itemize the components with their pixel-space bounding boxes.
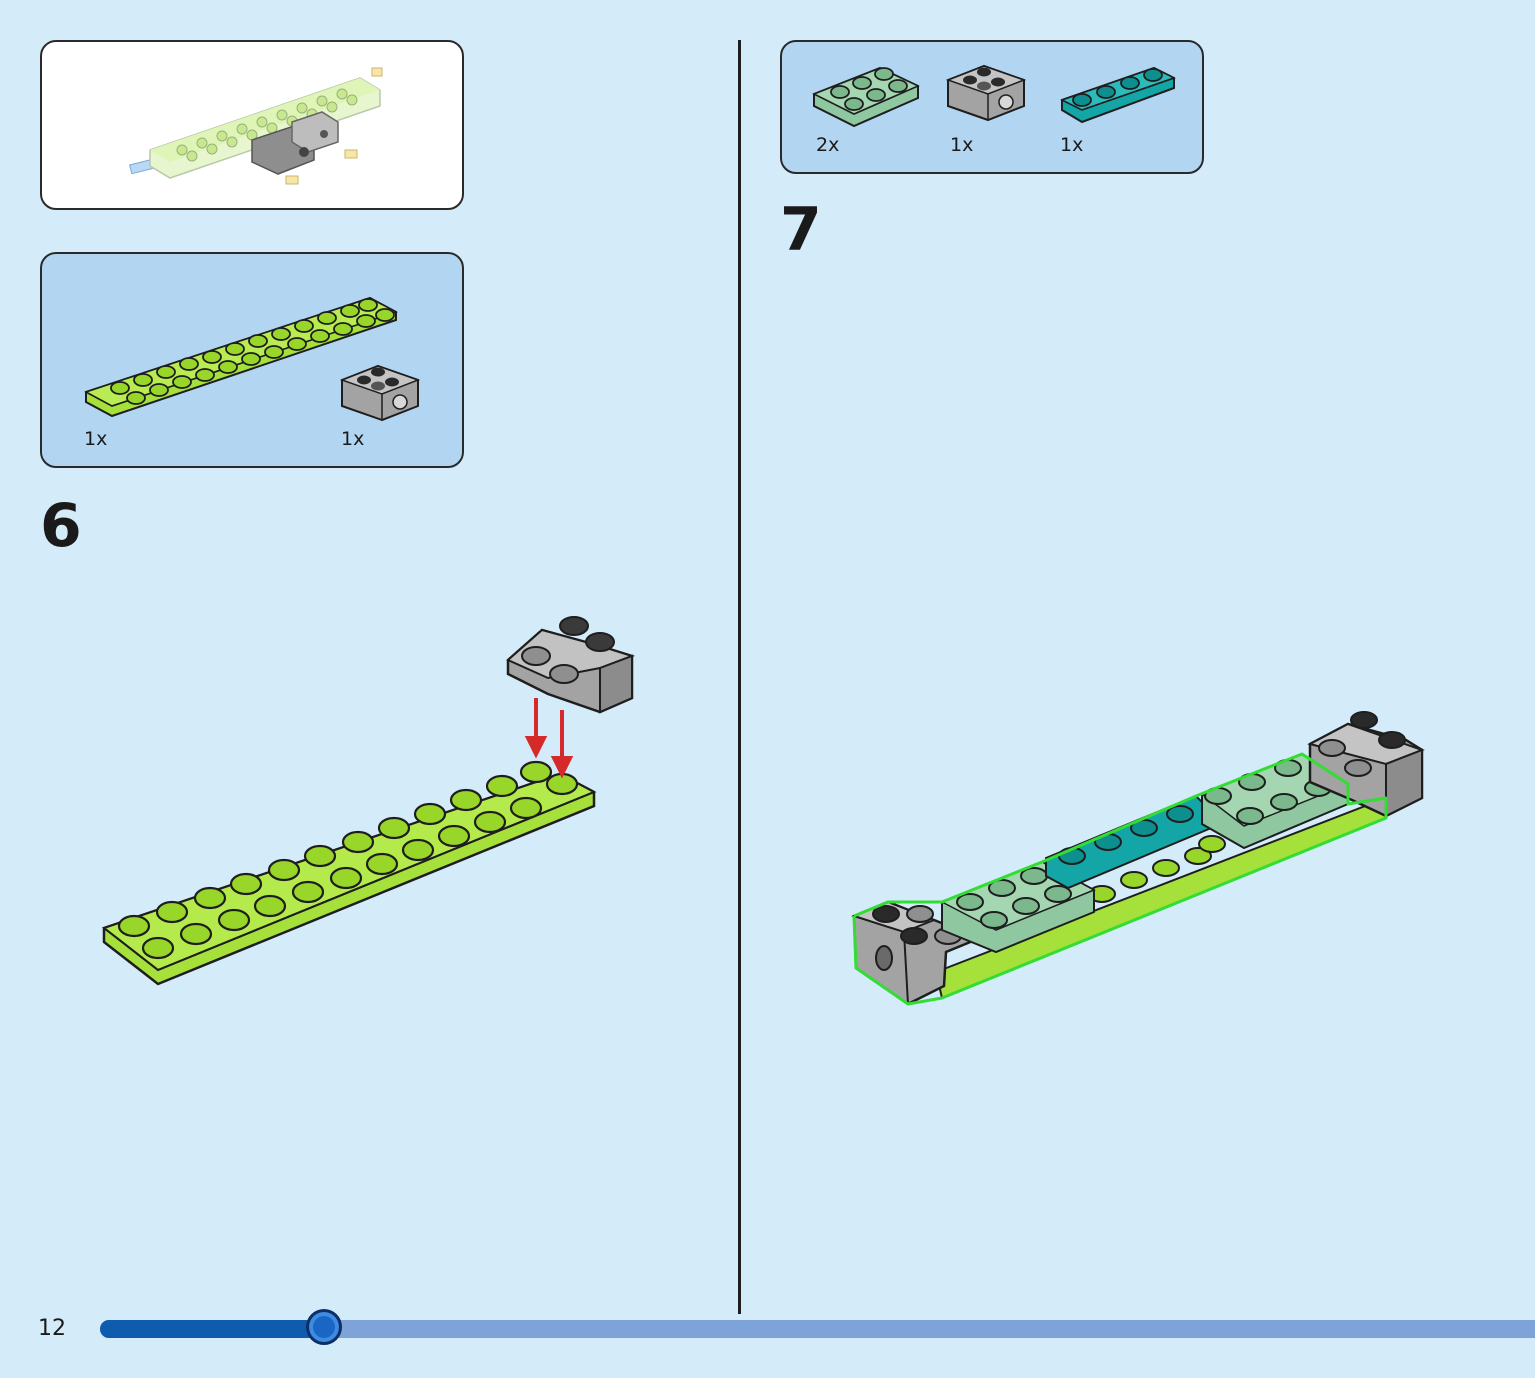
gray-technic-brick-icon bbox=[945, 64, 1027, 122]
part-quantity: 1x bbox=[950, 134, 974, 156]
lime-plate-2x12-icon bbox=[84, 296, 398, 418]
page-number: 12 bbox=[38, 1316, 66, 1341]
part-quantity: 2x bbox=[816, 134, 840, 156]
previous-model-icon bbox=[129, 67, 383, 185]
progress-bar-fill bbox=[100, 1320, 324, 1338]
part-quantity: 1x bbox=[341, 428, 365, 450]
progress-bar-track bbox=[100, 1320, 1535, 1338]
teal-plate-1x4-icon bbox=[1060, 66, 1176, 124]
part-quantity: 1x bbox=[84, 428, 108, 450]
step-number: 7 bbox=[780, 195, 822, 265]
step-6-build-illustration bbox=[101, 616, 636, 986]
step-number: 6 bbox=[40, 491, 82, 561]
step-7-parts-list: 2x 1x 1x bbox=[780, 40, 1204, 174]
step-7-build-illustration bbox=[851, 711, 1425, 1006]
sand-green-plate-2x3-icon bbox=[812, 66, 920, 128]
gray-technic-brick-icon bbox=[339, 364, 421, 422]
step-6-parts-list: 1x 1x bbox=[40, 252, 464, 468]
progress-marker-icon bbox=[306, 1309, 342, 1345]
part-quantity: 1x bbox=[1060, 134, 1084, 156]
column-divider bbox=[738, 40, 741, 1314]
previous-build-preview bbox=[40, 40, 464, 210]
